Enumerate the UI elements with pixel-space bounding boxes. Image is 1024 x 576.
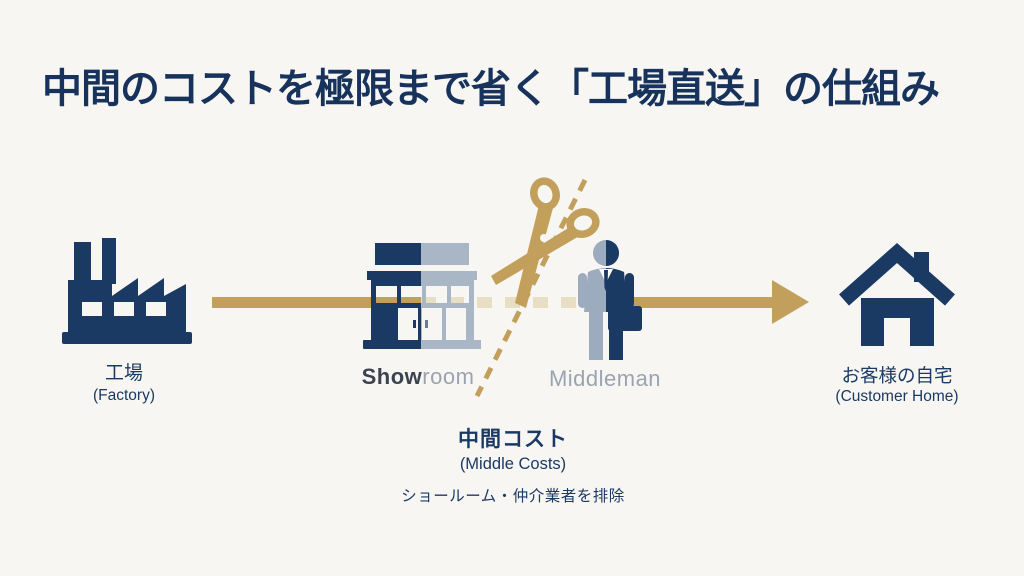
- factory-label-en: (Factory): [93, 386, 155, 404]
- middle-costs-note: ショールーム・仲介業者を排除: [401, 488, 625, 505]
- factory-icon: [62, 238, 192, 344]
- arrow-solid-right: [627, 297, 774, 308]
- home-label-en: (Customer Home): [835, 388, 959, 406]
- middle-costs-subtitle: (Middle Costs): [459, 455, 567, 473]
- showroom-icon: [363, 243, 481, 349]
- arrow-solid-left: [212, 297, 421, 308]
- showroom-label-muted: room: [422, 364, 475, 389]
- page-title: 中間のコストを極限まで省く「工場直送」の仕組み: [42, 67, 940, 111]
- home-label-jp: お客様の自宅: [841, 365, 953, 386]
- middle-costs-title: 中間コスト: [458, 428, 568, 451]
- middle-costs-block: 中間コスト (Middle Costs) ショールーム・仲介業者を排除: [383, 423, 643, 506]
- factory-label: 工場 (Factory): [42, 362, 206, 405]
- middleman-icon: [578, 240, 642, 360]
- showroom-label: Showroom: [343, 364, 493, 390]
- home-label: お客様の自宅 (Customer Home): [806, 364, 988, 407]
- middleman-label: Middleman: [548, 366, 662, 391]
- arrowhead-icon: [772, 280, 809, 324]
- home-icon: [839, 242, 955, 346]
- factory-label-jp: 工場: [104, 363, 143, 384]
- showroom-label-strong: Show: [361, 364, 423, 389]
- scissors-icon: [491, 177, 600, 308]
